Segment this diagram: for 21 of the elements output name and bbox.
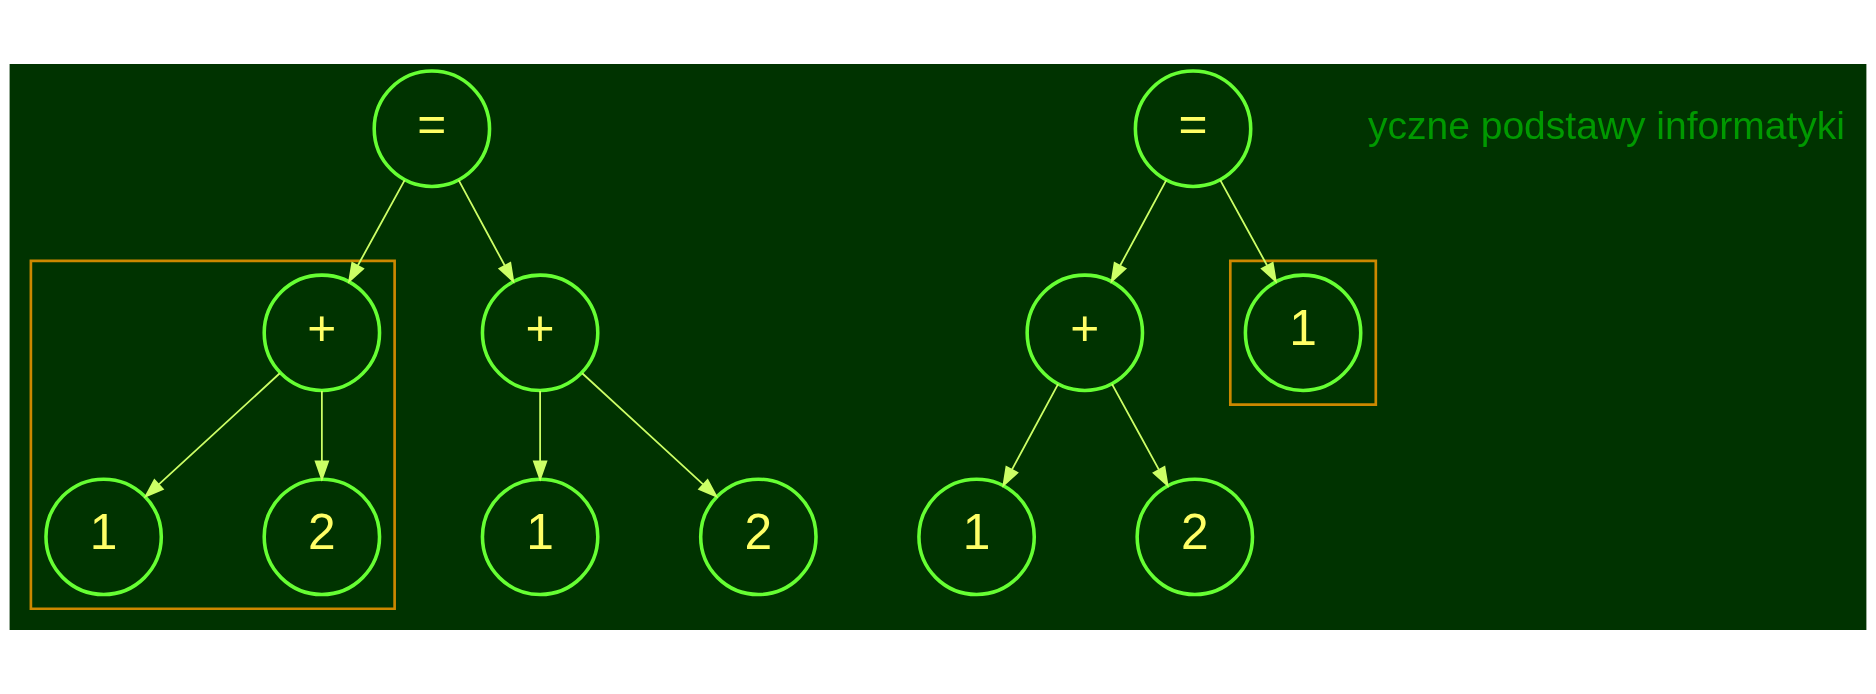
node-circle: 2 bbox=[1135, 477, 1255, 597]
label: yczne podstawy informatyki bbox=[1367, 103, 1845, 147]
node-circle: + bbox=[262, 273, 382, 393]
arrow bbox=[581, 372, 719, 499]
arrow bbox=[143, 372, 281, 499]
node-circle: 1 bbox=[480, 477, 600, 597]
arrow bbox=[1110, 179, 1168, 284]
arrow bbox=[1002, 383, 1059, 488]
arrow bbox=[457, 179, 515, 284]
node-circle: 1 bbox=[1243, 273, 1363, 393]
node-circle: 1 bbox=[917, 477, 1037, 597]
arrow bbox=[314, 390, 330, 482]
arrow bbox=[1219, 179, 1278, 284]
node-circle: 2 bbox=[262, 477, 382, 597]
arrow bbox=[532, 390, 548, 482]
node-circle: + bbox=[1025, 273, 1145, 393]
node-circle: = bbox=[372, 69, 492, 189]
node-circle: = bbox=[1133, 69, 1253, 189]
arrow bbox=[1111, 383, 1169, 488]
arrow bbox=[347, 179, 406, 284]
node-circle: + bbox=[480, 273, 600, 393]
